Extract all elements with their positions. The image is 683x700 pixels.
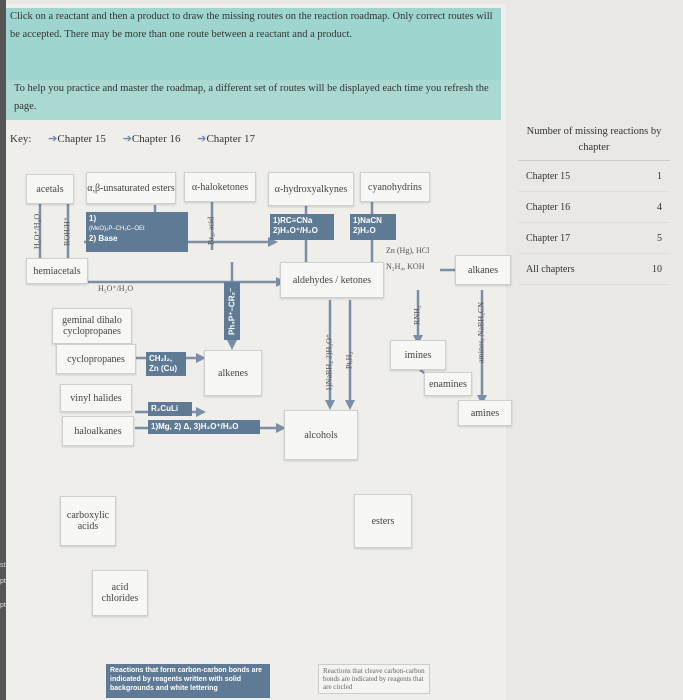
node-amines[interactable]: amines [458, 400, 512, 426]
arrow-icon: ➔ [197, 133, 207, 145]
arrow-icon: ➔ [48, 133, 58, 145]
arrowhead [196, 353, 206, 363]
reagent-br2-acid: Br₂, acid [206, 216, 216, 246]
node-aldehydes-ketones[interactable]: aldehydes / ketones [280, 262, 384, 298]
node-haloalkanes[interactable]: haloalkanes [62, 416, 134, 446]
left-edge-bar [0, 0, 6, 700]
reagent-grignard: 1)Mg, 2) Δ, 3)H₃O⁺/H₂O [148, 420, 260, 434]
arrowhead [325, 400, 335, 410]
node-esters[interactable]: esters [354, 494, 412, 548]
reagent-rnh2: RNH₂ [412, 305, 422, 325]
node-alkanes[interactable]: alkanes [455, 255, 511, 285]
node-acetals[interactable]: acetals [26, 174, 74, 204]
table-header: Number of missing reactions by chapter [518, 124, 670, 161]
reagent-cuprate: R₂CuLi [148, 402, 192, 416]
help-box: To help you practice and master the road… [6, 80, 501, 120]
arrowhead [227, 340, 237, 350]
arrowhead [345, 400, 355, 410]
node-unsaturated-esters[interactable]: α,β-unsaturated esters [86, 172, 176, 204]
arrow-icon: ➔ [122, 133, 132, 145]
node-carboxylic-acids[interactable]: carboxylic acids [60, 496, 116, 546]
reagent-h3o-h2o: H₃O⁺/H₂O [32, 213, 42, 249]
help-text: To help you practice and master the road… [14, 83, 489, 112]
reagent-wittig: Ph₃P⁺–CR₂⁻ [224, 282, 240, 340]
node-vinyl-halides[interactable]: vinyl halides [60, 384, 132, 412]
reagent-pt-h2: Pt,H₂ [344, 351, 354, 369]
missing-reactions-table: Number of missing reactions by chapter C… [518, 124, 670, 285]
instruction-text: Click on a reactant and then a product t… [10, 11, 493, 40]
reagent-h3o-h2o: H₃O⁺/H₂O [98, 284, 134, 293]
reagent-nabh4: 1)NaBH₄ 2)H₃O⁺ [324, 333, 334, 391]
node-cyanohydrins[interactable]: cyanohydrins [360, 172, 430, 202]
key-chapter-16: ➔Chapter 16 [122, 133, 181, 145]
key-chapter-17: ➔Chapter 17 [197, 133, 256, 145]
reagent-zn-hg: Zn (Hg), HCl [386, 246, 430, 255]
node-geminal-dihalo-cyclopropanes[interactable]: geminal dihalo cyclopropanes [52, 308, 132, 344]
node-hydroxyalkynes[interactable]: α-hydroxyalkynes [268, 172, 354, 206]
reagent-simmons-smith: CH₂I₂,Zn (Cu) [146, 352, 186, 376]
node-alkenes[interactable]: alkenes [204, 350, 262, 396]
legend-carbon-bond-cleaving: Reactions that cleave carbon-carbon bond… [318, 664, 430, 694]
key-chapter-15: ➔Chapter 15 [48, 133, 106, 145]
node-hemiacetals[interactable]: hemiacetals [26, 258, 88, 284]
legend-carbon-bond-forming: Reactions that form carbon-carbon bonds … [106, 664, 270, 698]
chapter-key: Key: ➔Chapter 15 ➔Chapter 16 ➔Chapter 17 [10, 132, 269, 145]
side-label: pt [0, 578, 6, 585]
node-imines[interactable]: imines [390, 340, 446, 370]
node-enamines[interactable]: enamines [424, 372, 472, 396]
reagent-amines-nabh3cn: amines, NaBH₃CN [476, 301, 486, 363]
arrowhead [196, 407, 206, 417]
reagent-hwe: 1) (MeO)₂P–CH₂C–OEt 2) Base [86, 212, 188, 252]
side-label: pt [0, 602, 6, 609]
side-label: st [0, 562, 6, 569]
reagent-roh-h: ROH/H⁺ [62, 216, 72, 246]
node-acid-chlorides[interactable]: acid chlorides [92, 570, 148, 616]
arrowhead [276, 423, 286, 433]
instruction-box: Click on a reactant and then a product t… [6, 8, 501, 80]
node-cyclopropanes[interactable]: cyclopropanes [56, 344, 136, 374]
reagent-n2h4: N₂H₄, KOH [386, 262, 425, 271]
key-label: Key: [10, 133, 32, 145]
node-haloketones[interactable]: α-haloketones [184, 172, 256, 202]
node-alcohols[interactable]: alcohols [284, 410, 358, 460]
